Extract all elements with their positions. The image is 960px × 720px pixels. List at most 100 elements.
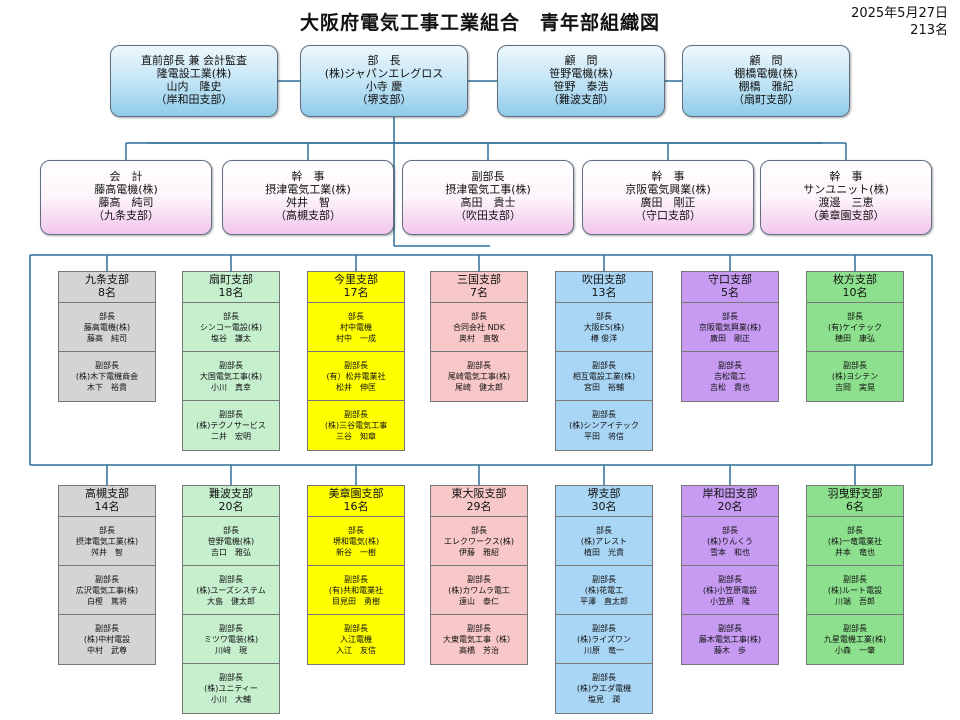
member-cell: 部長(株)りんくう雪本 和也 [682,517,778,566]
member-role: 部長 [471,525,487,535]
branch-name: 三国支部 [457,273,501,286]
branch-name: 扇町支部 [209,273,253,286]
member-company: 吉松電工 [714,372,746,381]
member-cell: 副部長(株)ユニティー小川 大輔 [183,664,279,713]
member-company: (有）松井電業社 [326,371,386,381]
branch-member-count: 10名 [842,286,868,299]
member-company: (株)テクノサービス [196,421,266,430]
member-person: 川端 吾郎 [835,596,875,606]
member-cell: 副部長相互電設工業(株)宮田 裕輔 [556,352,652,401]
member-cell: 副部長(株)中村電設中村 武尊 [59,615,155,664]
member-cell: 副部長(株)小笠原電設小笠原 隆 [682,566,778,615]
member-company: (株)ウエダ電機 [576,684,632,693]
member-cell: 副部長(有）松井電業社松井 伸匡 [308,352,404,401]
member-cell: 副部長(有)共和電業社目見田 勇樹 [308,566,404,615]
branch-name: 東大阪支部 [451,487,507,500]
member-company: 大阪ES(株) [583,322,625,332]
officer-box-1-line-4: （岸和田支部） [155,93,233,106]
member-cell: 部長摂津電気工業(株)舛井 智 [59,517,155,566]
total-members: 213名 [910,23,948,38]
staff-box-1-line-3: 藤高 純司 [98,196,154,209]
branch-member-count: 30名 [591,500,617,513]
officer-box-2-line-2: (株)ジャパンエレグロス [324,67,444,80]
member-role: 副部長 [219,673,243,682]
member-role: 副部長 [344,360,368,370]
member-role: 副部長 [718,574,742,584]
staff-box-1-line-1: 会 計 [109,170,143,183]
member-person: 奥村 直敬 [459,333,499,343]
member-person: 吉松 貴也 [710,383,750,392]
member-cell: 副部長入江電機入江 友信 [308,615,404,664]
member-cell: 副部長(株)ユーズシステム大島 健太郎 [183,566,279,615]
member-person: 塩谷 謙太 [211,333,251,343]
member-cell: 部長藤高電機(株)藤高 純司 [59,303,155,352]
officer-box-1: 直前部長 兼 会計監査隆電設工業(株)山内 隆史（岸和田支部） [110,45,278,117]
member-person: 小川 大輔 [211,695,251,704]
officer-box-3-line-3: 笹野 泰浩 [553,80,609,93]
branch-member-count: 5名 [721,286,739,299]
member-person: 平田 将信 [584,432,624,441]
member-company: 大東電気工事（株） [443,635,515,644]
branch-member-count: 6名 [846,500,864,513]
officer-box-1-line-3: 山内 隆史 [166,80,222,93]
member-cell: 副部長(株)シンアイテック平田 将信 [556,401,652,450]
member-cell: 副部長ミツワ電装(株)川﨑 現 [183,615,279,664]
member-company: (株)ライズワン [576,634,631,644]
member-company: 相互電設工業(株) [572,371,636,381]
member-cell: 副部長(株)三谷電気工事三谷 知章 [308,401,404,450]
member-cell: 副部長大東電気工事（株）高橋 芳治 [431,615,527,664]
member-company: (株)木下電機商会 [75,372,139,381]
member-company: 村中電機 [340,322,372,332]
member-person: 井本 竜也 [835,547,875,557]
officer-box-1-line-2: 隆電設工業(株) [156,67,232,80]
member-cell: 部長笹野電機(株)吉口 雅弘 [183,517,279,566]
officer-box-4-line-1: 顧 問 [749,54,783,67]
member-role: 副部長 [467,574,491,584]
member-person: 樽 俊洋 [590,333,618,343]
member-cell: 副部長(株)ウエダ電機塩見 潤 [556,664,652,713]
date-label: 2025年5月27日 [851,6,948,21]
member-cell: 副部長(株)ライズワン川原 竜一 [556,615,652,664]
member-company: (株)ヨシテン [831,372,879,381]
member-company: (株)ルート電設 [827,585,883,595]
branch-name: 高槻支部 [85,487,129,500]
branch-name: 守口支部 [708,273,752,286]
branch-member-count: 20名 [717,500,743,513]
member-person: 吉岡 実晃 [835,383,875,392]
member-company: 堺和電気(株) [332,536,380,546]
staff-box-3-line-1: 副部長 [471,170,505,183]
member-person: 川原 竜一 [584,645,624,655]
branch-name: 枚方支部 [833,273,877,286]
member-cell: 副部長(株)テクノサービス二井 宏明 [183,401,279,450]
staff-box-5-line-3: 渡邊 三恵 [818,196,874,209]
staff-box-3-line-3: 高田 貴士 [460,196,516,209]
officer-box-4: 顧 問棚橋電機(株)棚橋 雅紀（扇町支部） [682,45,850,117]
branch-member-count: 29名 [466,500,492,513]
member-company: 藤高電機(株) [83,322,131,332]
member-person: 藤木 歩 [714,646,746,655]
staff-box-5-line-2: サンユニット(株) [803,183,889,196]
member-person: 中村 武尊 [87,646,127,655]
staff-box-5-line-4: （美章園支部） [807,209,885,222]
member-role: 副部長 [592,673,616,682]
member-person: 松井 伸匡 [336,382,376,392]
member-company: (株)小笠原電設 [702,585,758,595]
member-company: 尾崎電気工事(株) [447,372,511,381]
member-cell: 部長村中電機村中 一成 [308,303,404,352]
branch-member-count: 17名 [343,286,369,299]
branch-name: 今里支部 [334,273,378,286]
member-person: 宮田 裕輔 [584,382,624,392]
member-cell: 副部長吉松電工吉松 貴也 [682,352,778,401]
